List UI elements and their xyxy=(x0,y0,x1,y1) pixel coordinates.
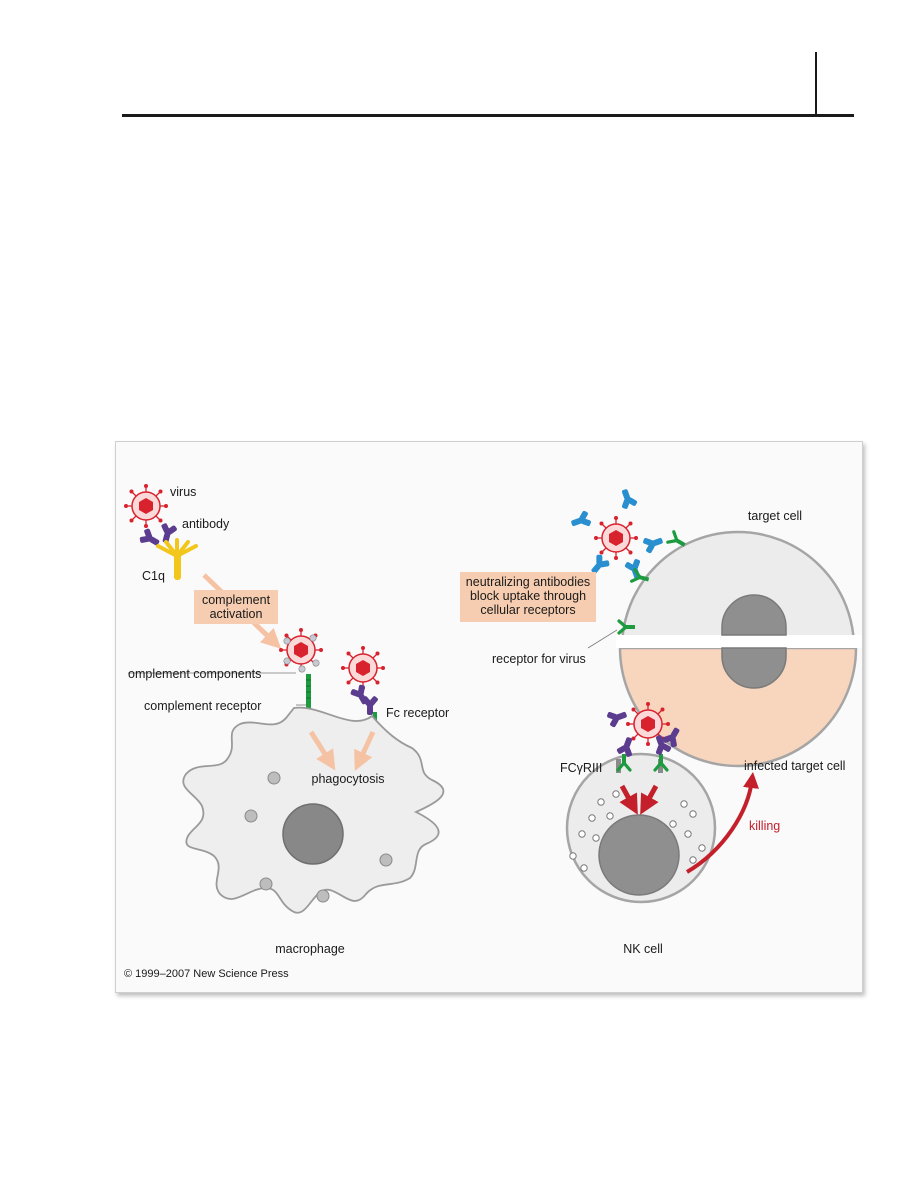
phagocytosis-arrow xyxy=(308,730,336,771)
neutralizing-line-3: cellular receptors xyxy=(480,603,575,617)
complement-activation-line-1: complement xyxy=(202,593,271,607)
signal-arrow xyxy=(619,784,638,815)
nk-cell-granules xyxy=(569,790,706,872)
label-complement-components: omplement components xyxy=(128,667,261,681)
macrophage-vesicles xyxy=(244,771,393,903)
macrophage-nucleus xyxy=(282,803,344,865)
killing-arrow xyxy=(685,772,759,874)
nk-cell-nucleus xyxy=(598,814,680,896)
infected-target-cell xyxy=(618,646,858,768)
label-nk-cell: NK cell xyxy=(623,942,663,956)
c1q-icon xyxy=(156,538,198,580)
label-receptor-for-virus: receptor for virus xyxy=(492,652,586,666)
label-fc-receptor: Fc receptor xyxy=(386,706,449,720)
header-divider xyxy=(815,52,817,114)
complement-components-icon xyxy=(283,634,320,673)
header-rule xyxy=(122,114,854,117)
label-complement-receptor: complement receptor xyxy=(144,699,261,713)
infected-cell-nucleus xyxy=(721,647,787,689)
label-antibody: antibody xyxy=(182,517,230,531)
neutralizing-line-2: block uptake through xyxy=(470,589,586,603)
fc-gamma-riii-icon xyxy=(616,752,669,773)
neutralized-virus-icon xyxy=(593,515,639,561)
label-phagocytosis: phagocytosis xyxy=(312,772,385,786)
immune-mechanisms-figure: virus antibody C1q complement activation… xyxy=(115,441,863,993)
target-cell-nucleus xyxy=(721,594,787,636)
signal-arrow xyxy=(640,784,659,815)
complement-activation-box xyxy=(194,590,278,624)
label-virus: virus xyxy=(170,485,196,499)
phagocytosis-arrow xyxy=(354,730,376,772)
neutralizing-line-1: neutralizing antibodies xyxy=(466,575,590,589)
antibody-icon xyxy=(348,682,379,715)
receptor-for-virus-leader xyxy=(587,629,618,649)
copyright: © 1999–2007 New Science Press xyxy=(124,968,289,980)
diagram-canvas: virus antibody C1q complement activation… xyxy=(123,483,862,980)
label-target-cell: target cell xyxy=(748,509,802,523)
neutralizing-antibodies-box xyxy=(460,572,596,622)
label-c1q: C1q xyxy=(142,569,165,583)
complement-activation-line-2: activation xyxy=(210,607,263,621)
cell-split-gap xyxy=(616,635,862,648)
label-infected-target-cell: infected target cell xyxy=(744,759,845,773)
virus-icon xyxy=(340,645,386,691)
label-macrophage: macrophage xyxy=(275,942,345,956)
label-killing: killing xyxy=(749,819,780,833)
label-fc-gamma-riii: FCγRIII xyxy=(560,761,602,775)
virus-icon xyxy=(123,483,169,529)
